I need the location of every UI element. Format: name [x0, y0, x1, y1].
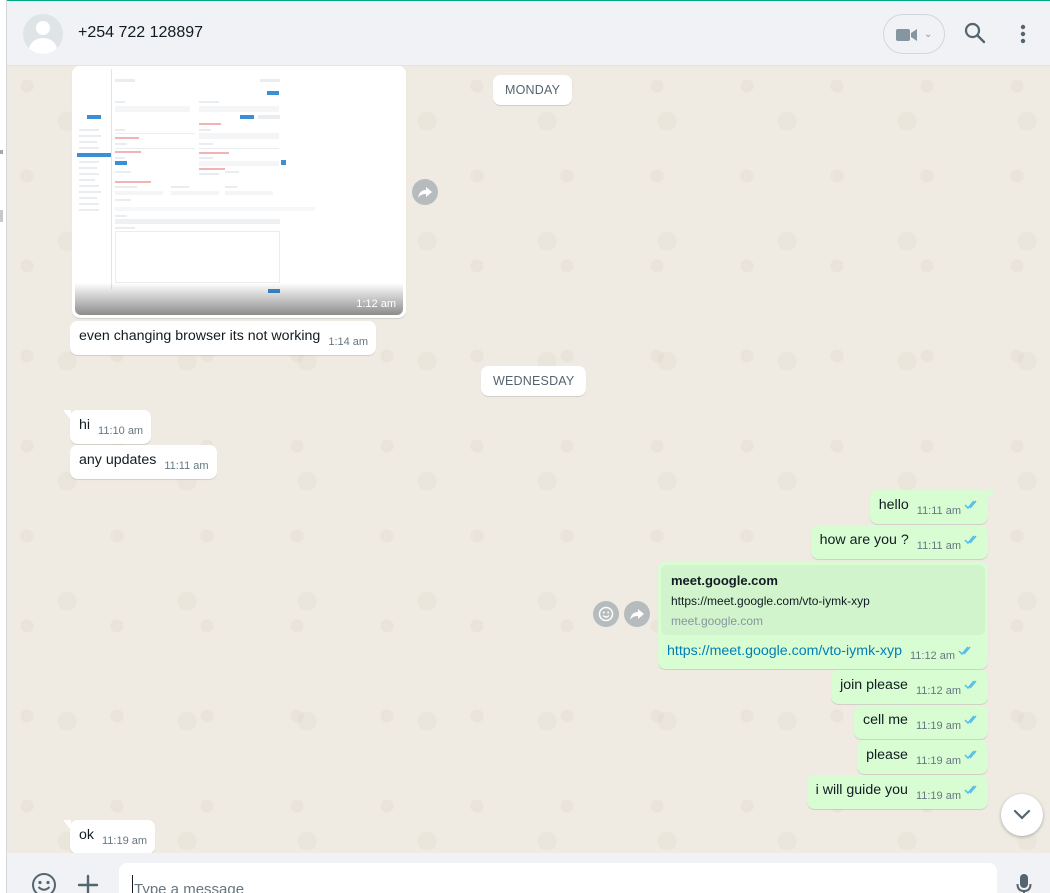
message-text: please	[866, 747, 908, 763]
link-preview-domain: meet.google.com	[671, 614, 764, 628]
message-text: hi	[79, 417, 91, 433]
read-receipt-icon	[964, 750, 977, 760]
message-text: ok	[79, 827, 94, 843]
message-time: 11:10 am	[98, 425, 144, 437]
message-time: 11:19 am	[101, 835, 148, 847]
contact-name[interactable]: +254 722 128897	[78, 24, 204, 41]
left-panel-edge	[0, 0, 7, 893]
message-text: cell me	[862, 712, 908, 728]
panel-mark	[0, 150, 3, 154]
smiley-icon	[598, 606, 614, 622]
link-preview-title: meet.google.com	[671, 573, 778, 588]
bubble-tail	[987, 490, 995, 500]
message-text: join please	[840, 677, 908, 693]
outgoing-message[interactable]: please 11:19 am	[857, 740, 988, 774]
bubble-tail	[63, 410, 71, 420]
forward-icon	[418, 187, 432, 198]
message-time: 11:11 am	[164, 460, 209, 472]
message-text: how are you ?	[819, 532, 909, 548]
message-time: 11:11 am	[916, 505, 961, 517]
outgoing-message[interactable]: how are you ? 11:11 am	[810, 525, 988, 559]
message-time: 11:19 am	[915, 720, 961, 732]
outgoing-message[interactable]: hello 11:11 am	[869, 490, 995, 524]
message-time: 11:11 am	[916, 540, 961, 552]
forward-button[interactable]	[624, 601, 650, 627]
message-time: 1:14 am	[328, 336, 369, 348]
image-overlay-gradient	[75, 283, 403, 315]
bubble-tail	[63, 820, 71, 830]
avatar-head	[36, 21, 50, 35]
message-time: 1:12 am	[356, 298, 396, 310]
read-receipt-icon	[964, 715, 977, 725]
forward-icon	[630, 609, 644, 620]
read-receipt-icon	[964, 500, 977, 510]
message-text: any updates	[79, 452, 157, 468]
chat-header: +254 722 128897 ⌄	[7, 0, 1050, 66]
composer	[7, 853, 1050, 893]
link-preview-description: https://meet.google.com/vto-iymk-xyp	[671, 594, 870, 608]
contact-avatar[interactable]	[23, 14, 63, 54]
message-text: even changing browser its not working	[79, 328, 321, 344]
outgoing-message[interactable]: i will guide you 11:19 am	[806, 775, 988, 809]
message-text: i will guide you	[815, 782, 908, 798]
date-separator: MONDAY	[493, 75, 573, 105]
message-time: 11:12 am	[909, 650, 956, 662]
read-receipt-icon	[958, 646, 971, 656]
react-button[interactable]	[593, 601, 619, 627]
link-preview-message[interactable]: meet.google.com https://meet.google.com/…	[658, 562, 988, 669]
incoming-message[interactable]: ok 11:19 am	[63, 820, 156, 853]
image-message[interactable]: 1:12 am	[72, 66, 406, 318]
read-receipt-icon	[964, 535, 977, 545]
emoji-icon[interactable]	[31, 872, 57, 893]
outgoing-message[interactable]: join please 11:12 am	[831, 670, 988, 704]
incoming-message[interactable]: hi 11:10 am	[63, 410, 152, 444]
menu-icon[interactable]	[1020, 24, 1026, 44]
message-time: 11:19 am	[915, 790, 961, 802]
incoming-message[interactable]: even changing browser its not working 1:1…	[70, 321, 377, 355]
text-caret	[132, 875, 133, 893]
panel-mark	[0, 210, 3, 222]
video-call-button[interactable]: ⌄	[883, 14, 945, 54]
video-camera-icon	[896, 29, 917, 41]
date-separator: WEDNESDAY	[481, 366, 587, 396]
link-preview-card[interactable]: meet.google.com https://meet.google.com/…	[661, 565, 985, 635]
chevron-down-icon: ⌄	[924, 29, 933, 40]
meet-link[interactable]: https://meet.google.com/vto-iymk-xyp	[667, 643, 902, 659]
microphone-icon[interactable]	[1016, 873, 1032, 893]
incoming-message[interactable]: any updates 11:11 am	[70, 445, 217, 479]
read-receipt-icon	[964, 680, 977, 690]
message-time: 11:19 am	[915, 755, 961, 767]
attach-plus-icon[interactable]	[77, 874, 99, 893]
message-text: hello	[878, 497, 909, 513]
avatar-body	[29, 38, 57, 54]
screenshot-thumbnail[interactable]: 1:12 am	[75, 69, 403, 315]
message-list[interactable]: 1:12 am MONDAY even changing browser its…	[7, 66, 1050, 853]
link-message-row: https://meet.google.com/vto-iymk-xyp 11:1…	[661, 635, 985, 662]
chevron-down-icon	[1013, 809, 1031, 820]
forward-button[interactable]	[412, 179, 438, 205]
search-icon[interactable]	[964, 22, 986, 44]
message-input[interactable]	[119, 863, 997, 893]
read-receipt-icon	[964, 785, 977, 795]
scroll-to-bottom-button[interactable]	[1001, 794, 1043, 836]
message-time: 11:12 am	[915, 685, 961, 697]
outgoing-message[interactable]: cell me 11:19 am	[853, 705, 988, 739]
